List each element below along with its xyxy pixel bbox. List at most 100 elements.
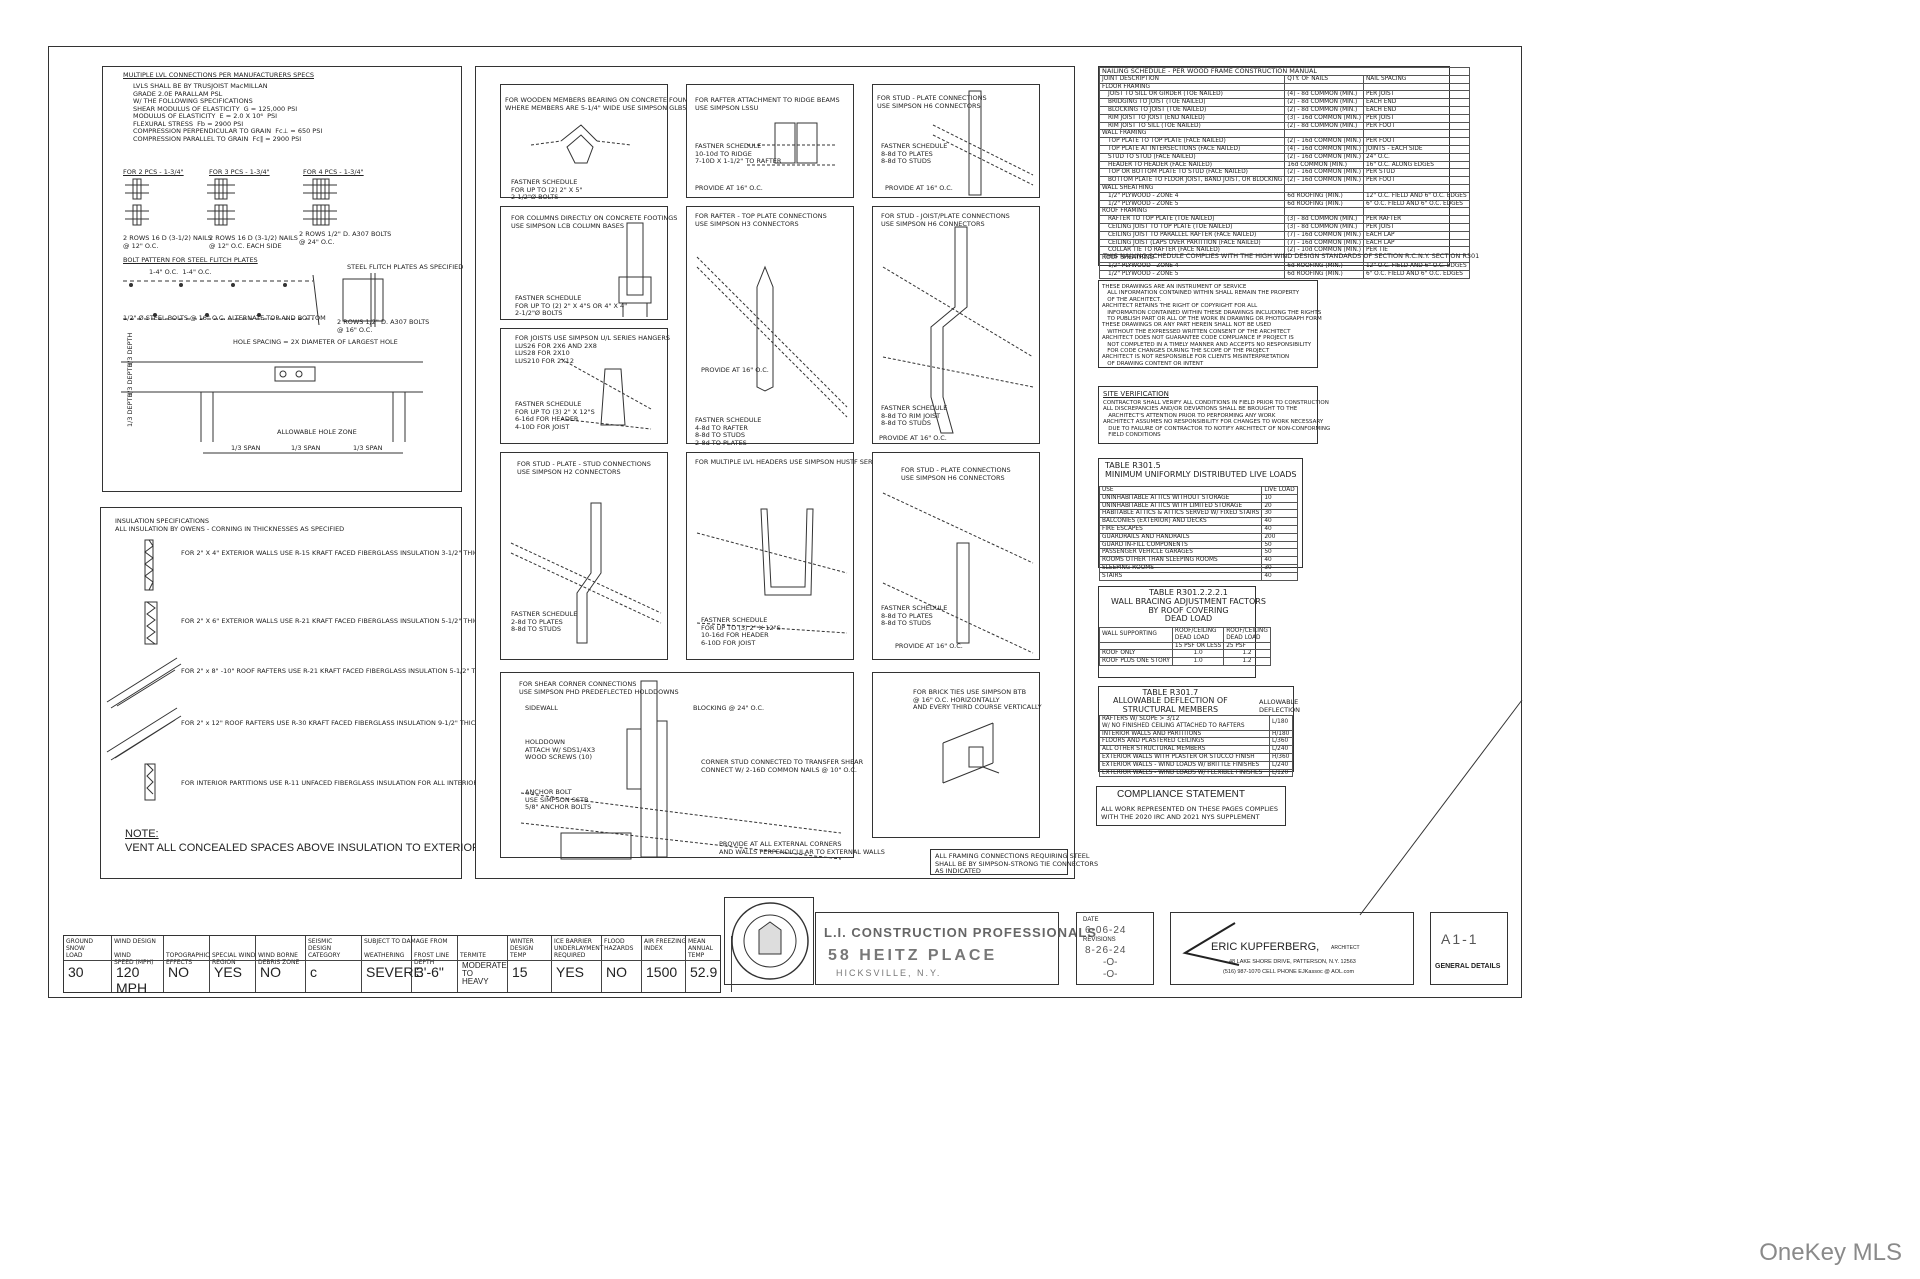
deflection-row: RAFTERS W/ SLOPE > 3/12 W/ NO FINISHED C… (1099, 715, 1294, 731)
project-town: HICKSVILLE, N.Y. (836, 968, 942, 978)
architect-seal (731, 902, 809, 980)
detail-1: FOR WOODEN MEMBERS BEARING ON CONCRETE F… (500, 84, 716, 201)
sheet-border (48, 46, 1522, 998)
nailing-row: HEADER TO HEADER (FACE NAILED)16d COMMON… (1098, 160, 1470, 170)
nailing-row: FLOOR FRAMING (1098, 82, 1470, 92)
nailing-row: BRIDGING TO JOIST (TOE NAILED)(2) - 8d C… (1098, 98, 1470, 107)
h6-strap-icon (882, 226, 1034, 434)
lvl-title: MULTIPLE LVL CONNECTIONS PER MANUFACTURE… (123, 71, 314, 79)
lvl-specs: LVLS SHALL BE BY TRUSJOIST MacMILLAN GRA… (133, 82, 323, 143)
nailing-row: WALL SHEATHING (1098, 183, 1470, 193)
insulation-item-4: FOR 2" x 12" ROOF RAFTERS USE R-30 KRAFT… (181, 719, 482, 727)
insulation-item-1: FOR 2" X 4" EXTERIOR WALLS USE R-15 KRAF… (181, 549, 486, 557)
nailing-footer: THIS NAILING SCHEDULE COMPLIES WITH THE … (1103, 252, 1480, 260)
hole-spacing: HOLE SPACING = 2X DIAMETER OF LARGEST HO… (233, 338, 398, 346)
compliance-statement: COMPLIANCE STATEMENT ALL WORK REPRESENTE… (1096, 786, 1286, 826)
span-3: 1/3 SPAN (353, 444, 383, 452)
nailing-row: RIM JOIST TO JOIST (END NAILED)(3) - 16d… (1098, 113, 1470, 123)
h6-connector-icon (932, 90, 1034, 196)
deflection-row: EXTERIOR WALLS - WIND LOADS W/ FLEXIBLE … (1099, 768, 1294, 778)
lvl-connections-panel: MULTIPLE LVL CONNECTIONS PER MANUFACTURE… (102, 66, 464, 492)
deflection-row: EXTERIOR WALLS WITH PLASTER OR STUCCO FI… (1099, 752, 1294, 762)
detail-10: FOR STUD - PLATE CONNECTIONS USE SIMPSON… (872, 452, 1040, 660)
detail-6: FOR STUD - JOIST/PLATE CONNECTIONS USE S… (872, 206, 1040, 444)
architect-logo-icon (1182, 922, 1240, 966)
nailing-table: NAILING SCHEDULE - PER WOOD FRAME CONSTR… (1098, 67, 1470, 279)
bolt-note2: 2 ROWS 1/2" D. A307 BOLTS @ 16" O.C. (337, 318, 430, 334)
hustf-hanger-icon (696, 508, 848, 634)
nailing-schedule: NAILING SCHEDULE - PER WOOD FRAME CONSTR… (1098, 66, 1479, 279)
table-r3017: TABLE R301.7 ALLOWABLE DEFLECTION OF STR… (1098, 686, 1300, 778)
nailing-row: STUD TO STUD (FACE NAILED)(2) - 16d COMM… (1098, 152, 1470, 162)
project-address: 58 HEITZ PLACE (828, 947, 998, 964)
company-name: L.I. CONSTRUCTION PROFESSIONALS (824, 925, 1097, 940)
nailing-row: BOTTOM PLATE TO FLOOR JOIST, BAND JOIST,… (1098, 176, 1470, 185)
deflection-row: EXTERIOR WALLS - WIND LOADS W/ BRITTLE F… (1099, 760, 1294, 770)
nailing-row: WALL FRAMING (1098, 129, 1470, 139)
nailing-title: NAILING SCHEDULE - PER WOOD FRAME CONSTR… (1099, 67, 1470, 76)
table-r3015: TABLE R301.5 MINIMUM UNIFORMLY DISTRIBUT… (1098, 458, 1303, 581)
project-box: L.I. CONSTRUCTION PROFESSIONALS 58 HEITZ… (815, 912, 1096, 985)
detail-5: FOR RAFTER - TOP PLATE CONNECTIONS USE S… (686, 206, 854, 446)
copyright-box: THESE DRAWINGS ARE AN INSTRUMENT OF SERV… (1098, 280, 1322, 368)
h6-plate-icon (882, 492, 1034, 654)
bolt-note1: 1/2" Ø STEEL BOLTS @ 16" O.C. ALTERNATE … (123, 314, 326, 322)
pcs4-label: FOR 4 PCS - 1-3/4" (303, 168, 364, 176)
detail-3: FOR STUD - PLATE CONNECTIONS USE SIMPSON… (872, 84, 1040, 198)
insulation-item-2: FOR 2" X 6" EXTERIOR WALLS USE R-21 KRAF… (181, 617, 486, 625)
detail-2: FOR RAFTER ATTACHMENT TO RIDGE BEAMS USE… (686, 84, 854, 198)
span-1: 1/3 SPAN (231, 444, 261, 452)
h3-connector-icon (696, 256, 848, 418)
note2: 2 ROWS 16 D (3-1/2) NAILS @ 12" O.C. (123, 234, 212, 250)
nailing-row: TOP PLATE TO TOP PLATE (FACE NAILED)(2) … (1098, 137, 1470, 146)
nailing-row: RAFTER TO TOP PLATE (TOE NAILED)(3) - 8d… (1098, 215, 1470, 224)
depth-3: 1/3 DEPTH (126, 392, 134, 427)
detail-8: FOR STUD - PLATE - STUD CONNECTIONS USE … (500, 452, 668, 660)
sheet-number: A1-1 (1441, 931, 1479, 947)
note3: 2 ROWS 16 D (3-1/2) NAILS @ 12" O.C. EAC… (209, 234, 298, 250)
detail-7: FOR JOISTS USE SIMPSON U/L SERIES HANGER… (500, 328, 670, 444)
bolt-dim: 1-4" O.C. 1-4" O.C. (149, 268, 212, 276)
nailing-row: CEILING JOIST TO PARALLEL RAFTER (FACE N… (1098, 230, 1470, 240)
design-criteria-cell: WIND DESIGN WIND SPEED (MPH)120 MPH (112, 936, 164, 996)
live-load-row: UNINHABITABLE ATTICS WITH LIMITED STORAG… (1098, 501, 1298, 511)
framing-note: ALL FRAMING CONNECTIONS REQUIRING STEEL … (930, 849, 1098, 875)
sheet-box: A1-1 GENERAL DETAILS (1430, 912, 1508, 985)
insulation-item-3: FOR 2" x 8" -10" ROOF RAFTERS USE R-21 K… (181, 667, 494, 675)
btb-brick-tie-icon (942, 722, 1000, 784)
h2-connector-icon (510, 502, 662, 644)
nailing-row: CEILING JOIST (LAPS OVER PARTITION (FACE… (1098, 238, 1470, 248)
nailing-row: JOIST TO SILL OR GIRDER (TOE NAILED)(4) … (1098, 90, 1470, 100)
sheet-diagonal (1359, 699, 1523, 916)
lvl-section-drawings (121, 178, 423, 454)
span-2: 1/3 SPAN (291, 444, 321, 452)
pcs3-label: FOR 3 PCS - 1-3/4" (209, 168, 270, 176)
flitch-label: STEEL FLITCH PLATES AS SPECIFIED (347, 263, 464, 271)
nailing-row: TOP PLATE AT INTERSECTIONS (FACE NAILED)… (1098, 144, 1470, 154)
nailing-row: ROOF FRAMING (1098, 207, 1470, 217)
nailing-row: CEILING JOIST TO TOP PLATE (TOE NAILED)(… (1098, 222, 1470, 232)
